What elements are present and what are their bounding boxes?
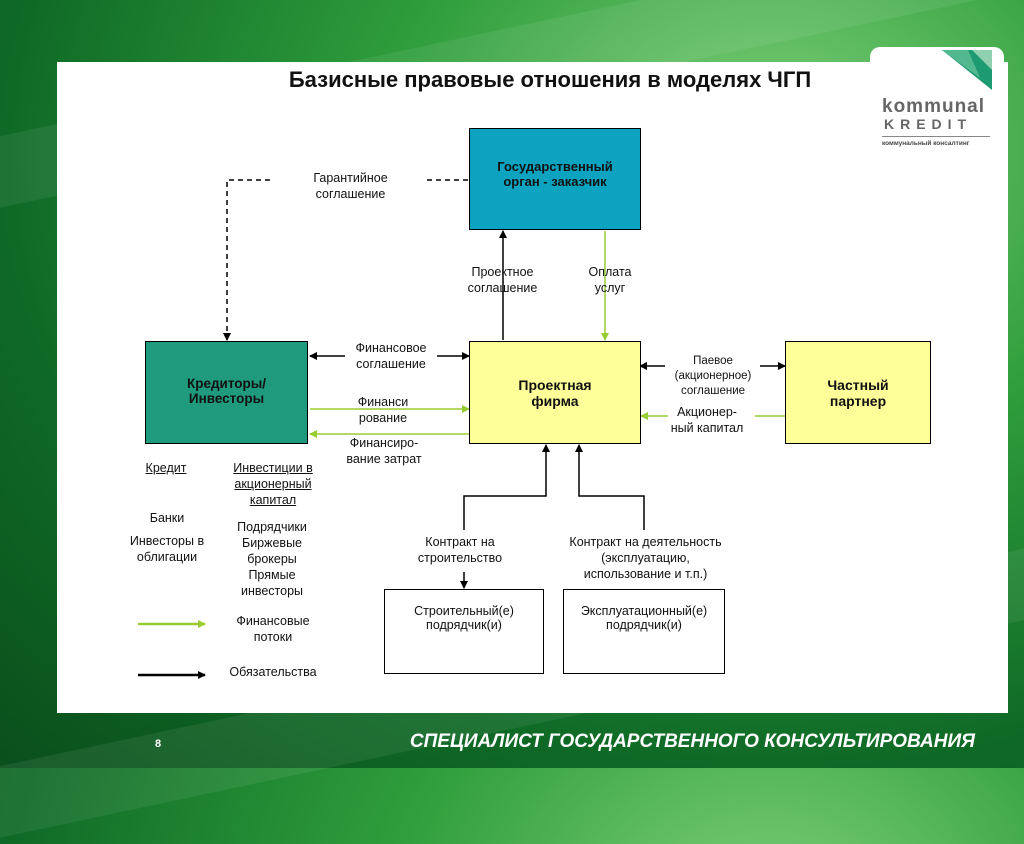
builder-label: Строительный(е) подрядчик(и) (414, 604, 514, 632)
payment-label: Оплата услуг (588, 265, 632, 295)
gov-box-label: Государственный орган - заказчик (497, 159, 613, 189)
legend-credit: Кредит (145, 461, 187, 475)
project-firm-box: Проектная фирма (469, 341, 641, 444)
operator-label: Эксплуатационный(е) подрядчик(и) (580, 604, 708, 632)
gov-box: Государственный орган - заказчик (469, 128, 641, 230)
logo-tagline: коммунальный консалтинг (882, 140, 970, 147)
share-agreement-label: Паевое (акционерное) соглашение (674, 355, 752, 397)
connector-lines (138, 179, 786, 679)
project-firm-label: Проектная фирма (518, 376, 592, 409)
logo-triangle-icon (942, 50, 992, 90)
legend-bond-investors: Инвесторы в облигации (129, 534, 205, 564)
operation-contract-label: Контракт на деятельность (эксплуатацию, … (569, 535, 722, 581)
project-agreement-label: Проектное соглашение (467, 265, 538, 295)
financing-label: Финанси рование (357, 395, 409, 425)
legend-obligations: Обязательства (229, 665, 317, 679)
kommunal-kredit-logo: kommunal kredit коммунальный консалтинг (880, 48, 1000, 158)
legend-fin-flows: Финансовые потоки (236, 614, 310, 644)
equity-label: Акционер- ный капитал (670, 405, 744, 435)
creditors-box: Кредиторы/ Инвесторы (145, 341, 308, 444)
private-partner-box: Частный партнер (785, 341, 931, 444)
page-number: 8 (155, 738, 162, 750)
fin-agreement-label: Финансовое соглашение (355, 341, 427, 371)
builder-box: Строительный(е) подрядчик(и) (384, 589, 544, 674)
legend-banks: Банки (149, 511, 185, 525)
construction-contract-line (463, 444, 550, 530)
guarantee-label: Гарантийное соглашение (313, 171, 388, 201)
operator-box: Эксплуатационный(е) подрядчик(и) (563, 589, 725, 674)
logo-divider (882, 136, 990, 137)
cost-financing-label: Финансиро- вание затрат (346, 436, 422, 466)
logo-text-bottom: kredit (884, 116, 973, 132)
footer-text: СПЕЦИАЛИСТ ГОСУДАРСТВЕННОГО КОНСУЛЬТИРОВ… (409, 731, 975, 752)
legend-invest: Инвестиции в акционерный капитал (233, 461, 313, 507)
guarantee-line-left (223, 179, 270, 341)
legend-contractors: Подрядчики Биржевые брокеры Прямые инвес… (237, 520, 307, 598)
logo-text-top: kommunal (882, 96, 986, 117)
operation-contract-line (575, 444, 645, 530)
slide-title: Базисные правовые отношения в моделях ЧГ… (288, 67, 812, 92)
construction-contract-label: Контракт на строительство (417, 535, 503, 565)
creditors-label: Кредиторы/ Инвесторы (186, 376, 267, 406)
private-partner-label: Частный партнер (827, 376, 889, 409)
